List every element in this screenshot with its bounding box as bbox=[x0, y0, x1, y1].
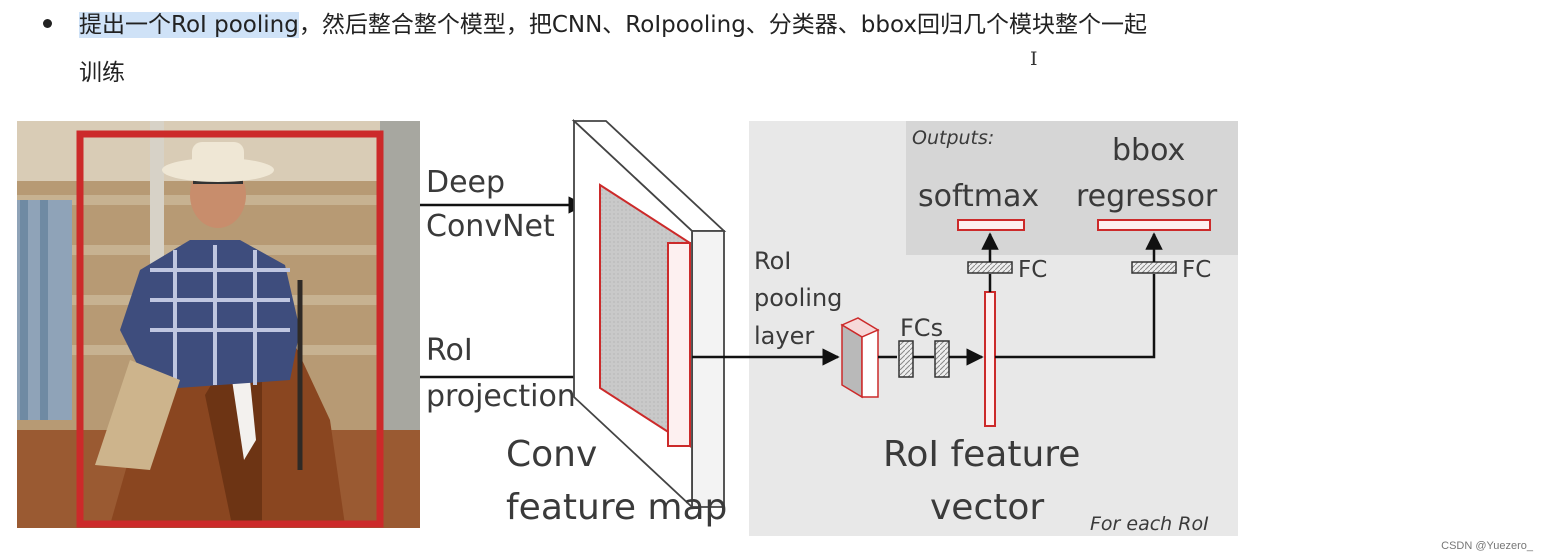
highlighted-text: 提出一个RoI pooling bbox=[79, 12, 299, 38]
label-regressor: regressor bbox=[1076, 179, 1218, 214]
label-deep: Deep bbox=[426, 165, 505, 200]
label-conv: Conv bbox=[506, 434, 597, 475]
fc-right-block bbox=[1131, 261, 1177, 274]
label-vector: vector bbox=[930, 487, 1044, 528]
label-feature-map: feature map bbox=[506, 487, 727, 528]
bullet-text-line-1: 提出一个RoI pooling，然后整合整个模型，把CNN、RoIpooling… bbox=[79, 8, 1147, 42]
watermark: CSDN @Yuezero_ bbox=[1441, 540, 1533, 552]
label-fc-left: FC bbox=[1018, 257, 1047, 283]
label-for-each-roi: For each RoI bbox=[1090, 513, 1209, 535]
label-fcs: FCs bbox=[900, 314, 943, 342]
label-bbox: bbox bbox=[1112, 133, 1185, 168]
label-roi-pooling-line-3: layer bbox=[754, 322, 814, 350]
vector-to-fc-right-line bbox=[995, 274, 1156, 359]
bullet-text-line-2: 训练 bbox=[79, 60, 125, 86]
softmax-output-bar bbox=[957, 219, 1025, 231]
bullet-marker bbox=[43, 19, 52, 28]
label-roi-pooling-line-1: RoI bbox=[754, 247, 791, 275]
bullet-text-rest: ，然后整合整个模型，把CNN、RoIpooling、分类器、bbox回归几个模块… bbox=[298, 12, 1147, 38]
label-fc-right: FC bbox=[1182, 257, 1211, 283]
conv-feature-map bbox=[571, 118, 727, 510]
label-roi: RoI bbox=[426, 333, 473, 368]
label-softmax: softmax bbox=[918, 179, 1039, 214]
roi-feature-vector-bar bbox=[984, 291, 996, 427]
label-projection: projection bbox=[426, 379, 576, 414]
text-cursor-icon: I bbox=[1030, 48, 1038, 70]
input-image bbox=[17, 121, 420, 528]
label-outputs: Outputs: bbox=[912, 127, 994, 149]
fc-block-1 bbox=[898, 340, 914, 378]
label-roi-pooling-line-2: pooling bbox=[754, 284, 842, 312]
fc-left-block bbox=[967, 261, 1013, 274]
bbox-output-bar bbox=[1097, 219, 1211, 231]
fc-block-2 bbox=[934, 340, 950, 378]
label-convnet: ConvNet bbox=[426, 209, 555, 244]
roi-region bbox=[667, 242, 691, 447]
label-roi-feature: RoI feature bbox=[883, 434, 1080, 475]
outputs-panel bbox=[906, 121, 1238, 255]
roi-pooling-box bbox=[840, 317, 880, 399]
